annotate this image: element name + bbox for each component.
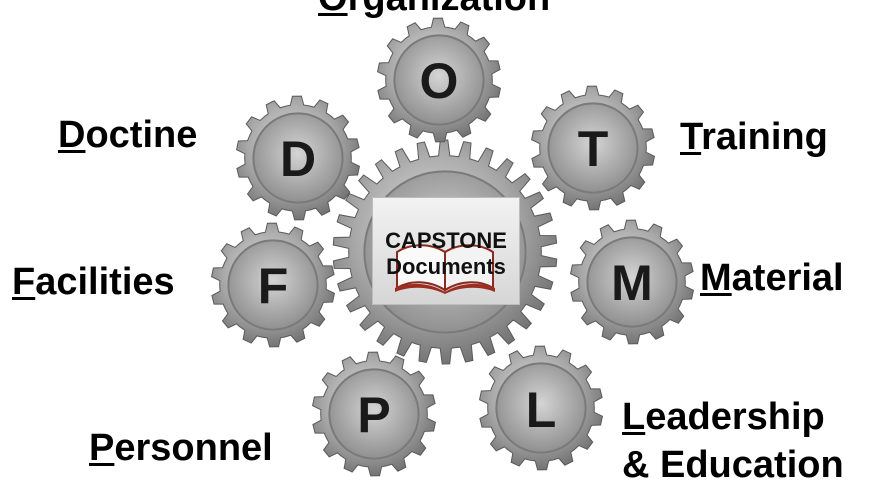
label-doctrine: Doctine <box>58 115 197 155</box>
label-material-rest: aterial <box>732 257 844 299</box>
label-material-initial: M <box>700 257 732 299</box>
label-facilities: Facilities <box>12 262 175 302</box>
gear-letter-o: O <box>420 53 459 109</box>
label-organization: Organization <box>318 0 550 18</box>
label-education: & Education <box>622 445 844 485</box>
label-leadership: Leadership <box>622 397 825 437</box>
gear-letter-f: F <box>258 258 289 314</box>
label-leadership-initial: L <box>622 396 645 438</box>
label-organization-rest: rganization <box>348 0 551 19</box>
label-doctrine-initial: D <box>58 114 85 156</box>
label-facilities-initial: F <box>12 261 35 303</box>
gear-letter-d: D <box>280 131 316 187</box>
label-leadership-rest: eadership <box>645 396 825 438</box>
label-training-initial: T <box>680 116 701 158</box>
label-training-rest: raining <box>701 116 828 158</box>
label-facilities-rest: acilities <box>35 261 174 303</box>
label-organization-initial: O <box>318 0 348 19</box>
label-doctrine-rest: octine <box>85 114 197 156</box>
capstone-documents-panel: CAPSTONE Documents <box>372 197 520 305</box>
gear-letter-m: M <box>611 255 653 311</box>
label-personnel-rest: ersonnel <box>114 427 272 469</box>
label-training: Training <box>680 117 828 157</box>
gear-letter-t: T <box>578 121 609 177</box>
label-personnel: Personnel <box>89 428 273 468</box>
center-title-line2: Documents <box>373 254 519 280</box>
label-personnel-initial: P <box>89 427 114 469</box>
gear-letter-p: P <box>357 387 390 443</box>
gear-letter-l: L <box>526 382 557 438</box>
label-material: Material <box>700 258 844 298</box>
center-title-line1: CAPSTONE <box>373 228 519 254</box>
